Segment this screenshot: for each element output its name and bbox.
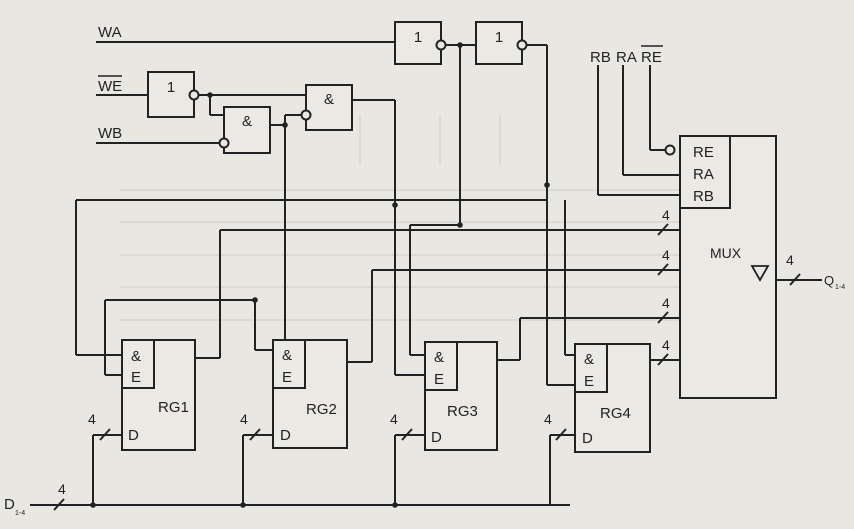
register-and-label: & xyxy=(282,347,292,364)
multiplexer: RE RA RB MUX xyxy=(679,135,777,399)
data-input-label: D xyxy=(4,496,15,513)
input-wa-label: WA xyxy=(98,24,122,41)
register-enable-label: E xyxy=(434,371,444,388)
register-rg4: & E D RG4 xyxy=(574,343,651,453)
mux-re-label: RE xyxy=(693,144,714,161)
inverter-we xyxy=(147,71,195,118)
bus-width-label: 4 xyxy=(240,411,248,427)
input-ra-label: RA xyxy=(616,49,637,66)
bus-width-label: 4 xyxy=(58,481,66,497)
and-gate-1 xyxy=(223,106,271,154)
tristate-icon xyxy=(750,265,770,282)
gates xyxy=(147,21,523,154)
bus-width-label: 4 xyxy=(662,207,670,223)
register-rg3: & E D RG3 xyxy=(424,341,498,451)
mux-ra-label: RA xyxy=(693,166,714,183)
register-rg2: & E D RG2 xyxy=(272,339,348,449)
mux-rb-label: RB xyxy=(693,188,714,205)
bus-width-label: 4 xyxy=(662,295,670,311)
bus-width-label: 4 xyxy=(662,247,670,263)
register-name: RG1 xyxy=(158,399,189,416)
data-input-subscript: 1-4 xyxy=(15,510,25,517)
and-gate-label: & xyxy=(242,113,252,130)
register-name: RG3 xyxy=(447,403,478,420)
inversion-bubbles xyxy=(188,39,676,156)
register-data-label: D xyxy=(431,429,442,446)
bus-width-label: 4 xyxy=(662,337,670,353)
register-data-label: D xyxy=(582,430,593,447)
bus-width-label: 4 xyxy=(390,411,398,427)
register-enable-label: E xyxy=(131,369,141,386)
register-enable-label: E xyxy=(282,369,292,386)
register-and-label: & xyxy=(131,348,141,365)
register-name: RG2 xyxy=(306,401,337,418)
mux-name: MUX xyxy=(710,245,742,261)
and-gate-2 xyxy=(305,84,353,131)
register-and-label: & xyxy=(434,349,444,366)
register-and-label: & xyxy=(584,351,594,368)
register-data-label: D xyxy=(280,427,291,444)
mux-output-label: Q xyxy=(824,273,834,288)
not-gate-label: 1 xyxy=(495,29,503,46)
junctions xyxy=(90,42,550,508)
input-re-label: RE xyxy=(641,49,662,66)
input-wb-label: WB xyxy=(98,125,122,142)
mux-output-subscript: 1-4 xyxy=(835,284,845,291)
register-enable-label: E xyxy=(584,373,594,390)
input-we-label: WE xyxy=(98,78,122,95)
bus-width-label: 4 xyxy=(544,411,552,427)
register-data-label: D xyxy=(128,427,139,444)
register-rg1: & E D RG1 xyxy=(121,339,196,451)
and-gate-label: & xyxy=(324,91,334,108)
bus-width-label: 4 xyxy=(88,411,96,427)
not-gate-label: 1 xyxy=(167,79,175,96)
register-name: RG4 xyxy=(600,405,631,422)
input-rb-label: RB xyxy=(590,49,611,66)
not-gate-label: 1 xyxy=(414,29,422,46)
bus-width-label: 4 xyxy=(786,252,794,268)
